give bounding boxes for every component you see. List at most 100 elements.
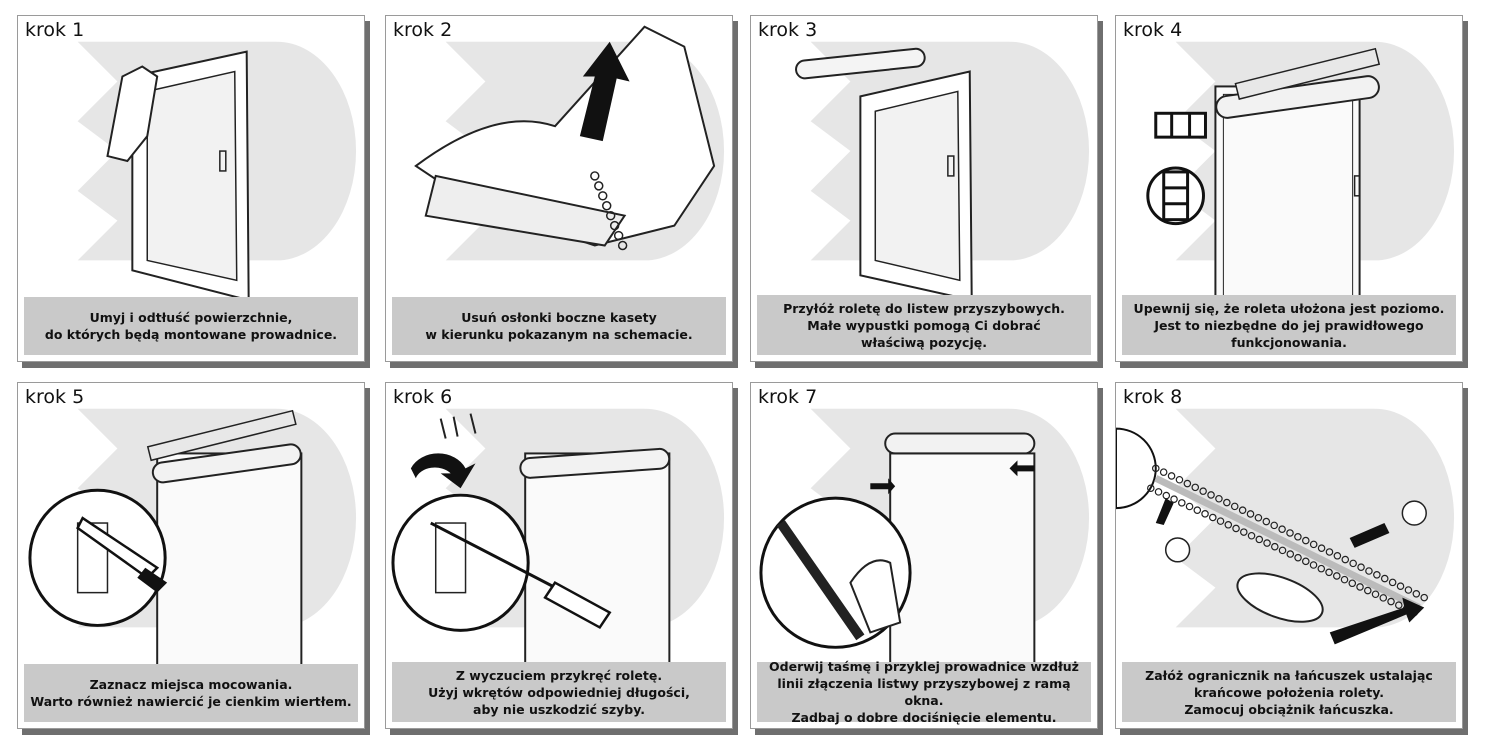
step-panel-6: krok 6 Z wyczuciem przykręć roletę. Użyj… bbox=[385, 382, 733, 729]
chain-bead bbox=[1420, 593, 1428, 602]
chain-bead bbox=[1278, 525, 1286, 533]
chain-bead bbox=[1394, 601, 1403, 609]
chain-bead bbox=[1230, 502, 1239, 511]
step-caption: Przyłóż roletę do listew przyszybowych. … bbox=[757, 295, 1091, 355]
chain-bead bbox=[1412, 590, 1421, 598]
chain-bead bbox=[1364, 586, 1372, 595]
chain-bead bbox=[1325, 568, 1333, 577]
chain-bead bbox=[1309, 561, 1318, 569]
chain-bead bbox=[1170, 495, 1178, 503]
step-label: krok 1 bbox=[25, 19, 85, 41]
step-panel-8: krok 8 Załóż ogranicznik na łańcuszek us… bbox=[1115, 382, 1463, 729]
step-label: krok 4 bbox=[1123, 19, 1183, 41]
chain-bead bbox=[1341, 555, 1350, 564]
step-panel-2: krok 2 Usuń osłonki boczne kasety w kier… bbox=[385, 15, 733, 362]
place-blind-on-window-icon bbox=[795, 41, 1090, 302]
chain-bead bbox=[1286, 529, 1294, 537]
step-label: krok 8 bbox=[1123, 386, 1183, 408]
chain-bead bbox=[1379, 594, 1388, 602]
chain-bead bbox=[1209, 513, 1217, 522]
chain-bead bbox=[1302, 536, 1310, 545]
step-panel-3: krok 3 Przyłóż roletę do listew przyszyb… bbox=[750, 15, 1098, 362]
chain-bead bbox=[1302, 557, 1310, 566]
chain-bead bbox=[1388, 578, 1397, 587]
chain-bead bbox=[1356, 583, 1364, 591]
chain-bead bbox=[1207, 491, 1215, 499]
chain-bead bbox=[1175, 475, 1184, 484]
chain-bead bbox=[1404, 586, 1413, 594]
step-label: krok 7 bbox=[758, 386, 818, 408]
step-label: krok 5 bbox=[25, 386, 85, 408]
chain-bead bbox=[1294, 532, 1302, 541]
chain-bead bbox=[1247, 531, 1256, 540]
chain-bead bbox=[1151, 464, 1160, 473]
chain-bead bbox=[1373, 571, 1381, 579]
chain-bead bbox=[1348, 579, 1357, 588]
chain-bead bbox=[1185, 502, 1194, 511]
chain-bead bbox=[1262, 517, 1271, 526]
chain-bead bbox=[1191, 483, 1200, 492]
chain-bead bbox=[1270, 521, 1278, 530]
chain-bead bbox=[1178, 499, 1186, 507]
chain-bead bbox=[1317, 564, 1326, 573]
chain-bead bbox=[1167, 472, 1176, 480]
peel-tape-icon bbox=[759, 408, 1090, 673]
chain-bead bbox=[1333, 572, 1341, 580]
chain-bead bbox=[1199, 487, 1207, 495]
step-caption: Z wyczuciem przykręć roletę. Użyj wkrętó… bbox=[392, 662, 726, 722]
step-panel-5: krok 5 Zaznacz miejsca mocowania. Warto … bbox=[17, 382, 365, 729]
hand-cleaning-window-icon bbox=[77, 41, 357, 302]
chain-bead bbox=[1224, 521, 1233, 529]
chain-bead bbox=[1349, 559, 1357, 568]
chain-bead bbox=[1371, 590, 1380, 599]
chain-bead bbox=[1278, 546, 1287, 555]
step-caption: Oderwij taśmę i przyklej prowadnice wzdł… bbox=[757, 659, 1091, 725]
chain-bead bbox=[1246, 510, 1255, 518]
step-caption: Upewnij się, że roleta ułożona jest pozi… bbox=[1122, 295, 1456, 355]
chain-stopper-icon bbox=[1116, 408, 1455, 645]
step-label: krok 6 bbox=[393, 386, 453, 408]
chain-bead bbox=[1333, 552, 1342, 560]
screwdriver-icon bbox=[391, 408, 725, 673]
chain-bead bbox=[1147, 484, 1155, 493]
step-caption: Załóż ogranicznik na łańcuszek ustalając… bbox=[1122, 662, 1456, 722]
chain-bead bbox=[1193, 506, 1202, 514]
chain-bead bbox=[1380, 574, 1389, 583]
step-caption: Zaznacz miejsca mocowania. Warto również… bbox=[24, 664, 358, 722]
step-label: krok 3 bbox=[758, 19, 818, 41]
chain-bead bbox=[1254, 513, 1263, 522]
step-panel-4: krok 4 Upewnij się, że roleta ułożona je… bbox=[1115, 15, 1463, 362]
chain-bead bbox=[1294, 553, 1302, 562]
chain-bead bbox=[1309, 540, 1318, 549]
spirit-level-icon bbox=[1146, 41, 1455, 306]
chain-bead bbox=[1223, 498, 1231, 507]
remove-side-cover-icon bbox=[414, 25, 725, 261]
step-panel-1: krok 1 Umyj i odtłuść powierzchnie, do k… bbox=[17, 15, 365, 362]
chain-bead bbox=[1216, 517, 1225, 525]
chain-bead bbox=[1232, 524, 1240, 533]
step-caption: Usuń osłonki boczne kasety w kierunku po… bbox=[392, 297, 726, 355]
chain-bead bbox=[1357, 563, 1365, 571]
chain-bead bbox=[1162, 491, 1171, 500]
chain-bead bbox=[1396, 582, 1405, 590]
chain-bead bbox=[1286, 550, 1295, 558]
chain-bead bbox=[1317, 544, 1326, 552]
chain-bead bbox=[1387, 597, 1395, 606]
step-panel-7: krok 7 Oderwij taśmę i przyklej prowadni… bbox=[750, 382, 1098, 729]
step-caption: Umyj i odtłuść powierzchnie, do których … bbox=[24, 297, 358, 355]
chain-bead bbox=[1263, 539, 1271, 547]
mark-with-pencil-icon bbox=[28, 408, 357, 673]
chain-bead bbox=[1159, 468, 1168, 476]
chain-bead bbox=[1201, 510, 1209, 518]
chain-bead bbox=[1255, 535, 1264, 544]
step-label: krok 2 bbox=[393, 19, 453, 41]
chain-bead bbox=[1271, 542, 1279, 551]
chain-bead bbox=[1325, 548, 1334, 556]
chain-bead bbox=[1183, 479, 1192, 488]
chain-bead bbox=[1240, 528, 1248, 536]
chain-bead bbox=[1340, 575, 1349, 584]
chain-bead bbox=[1238, 506, 1247, 514]
chain-bead bbox=[1215, 494, 1223, 503]
chain-bead bbox=[1365, 567, 1373, 575]
